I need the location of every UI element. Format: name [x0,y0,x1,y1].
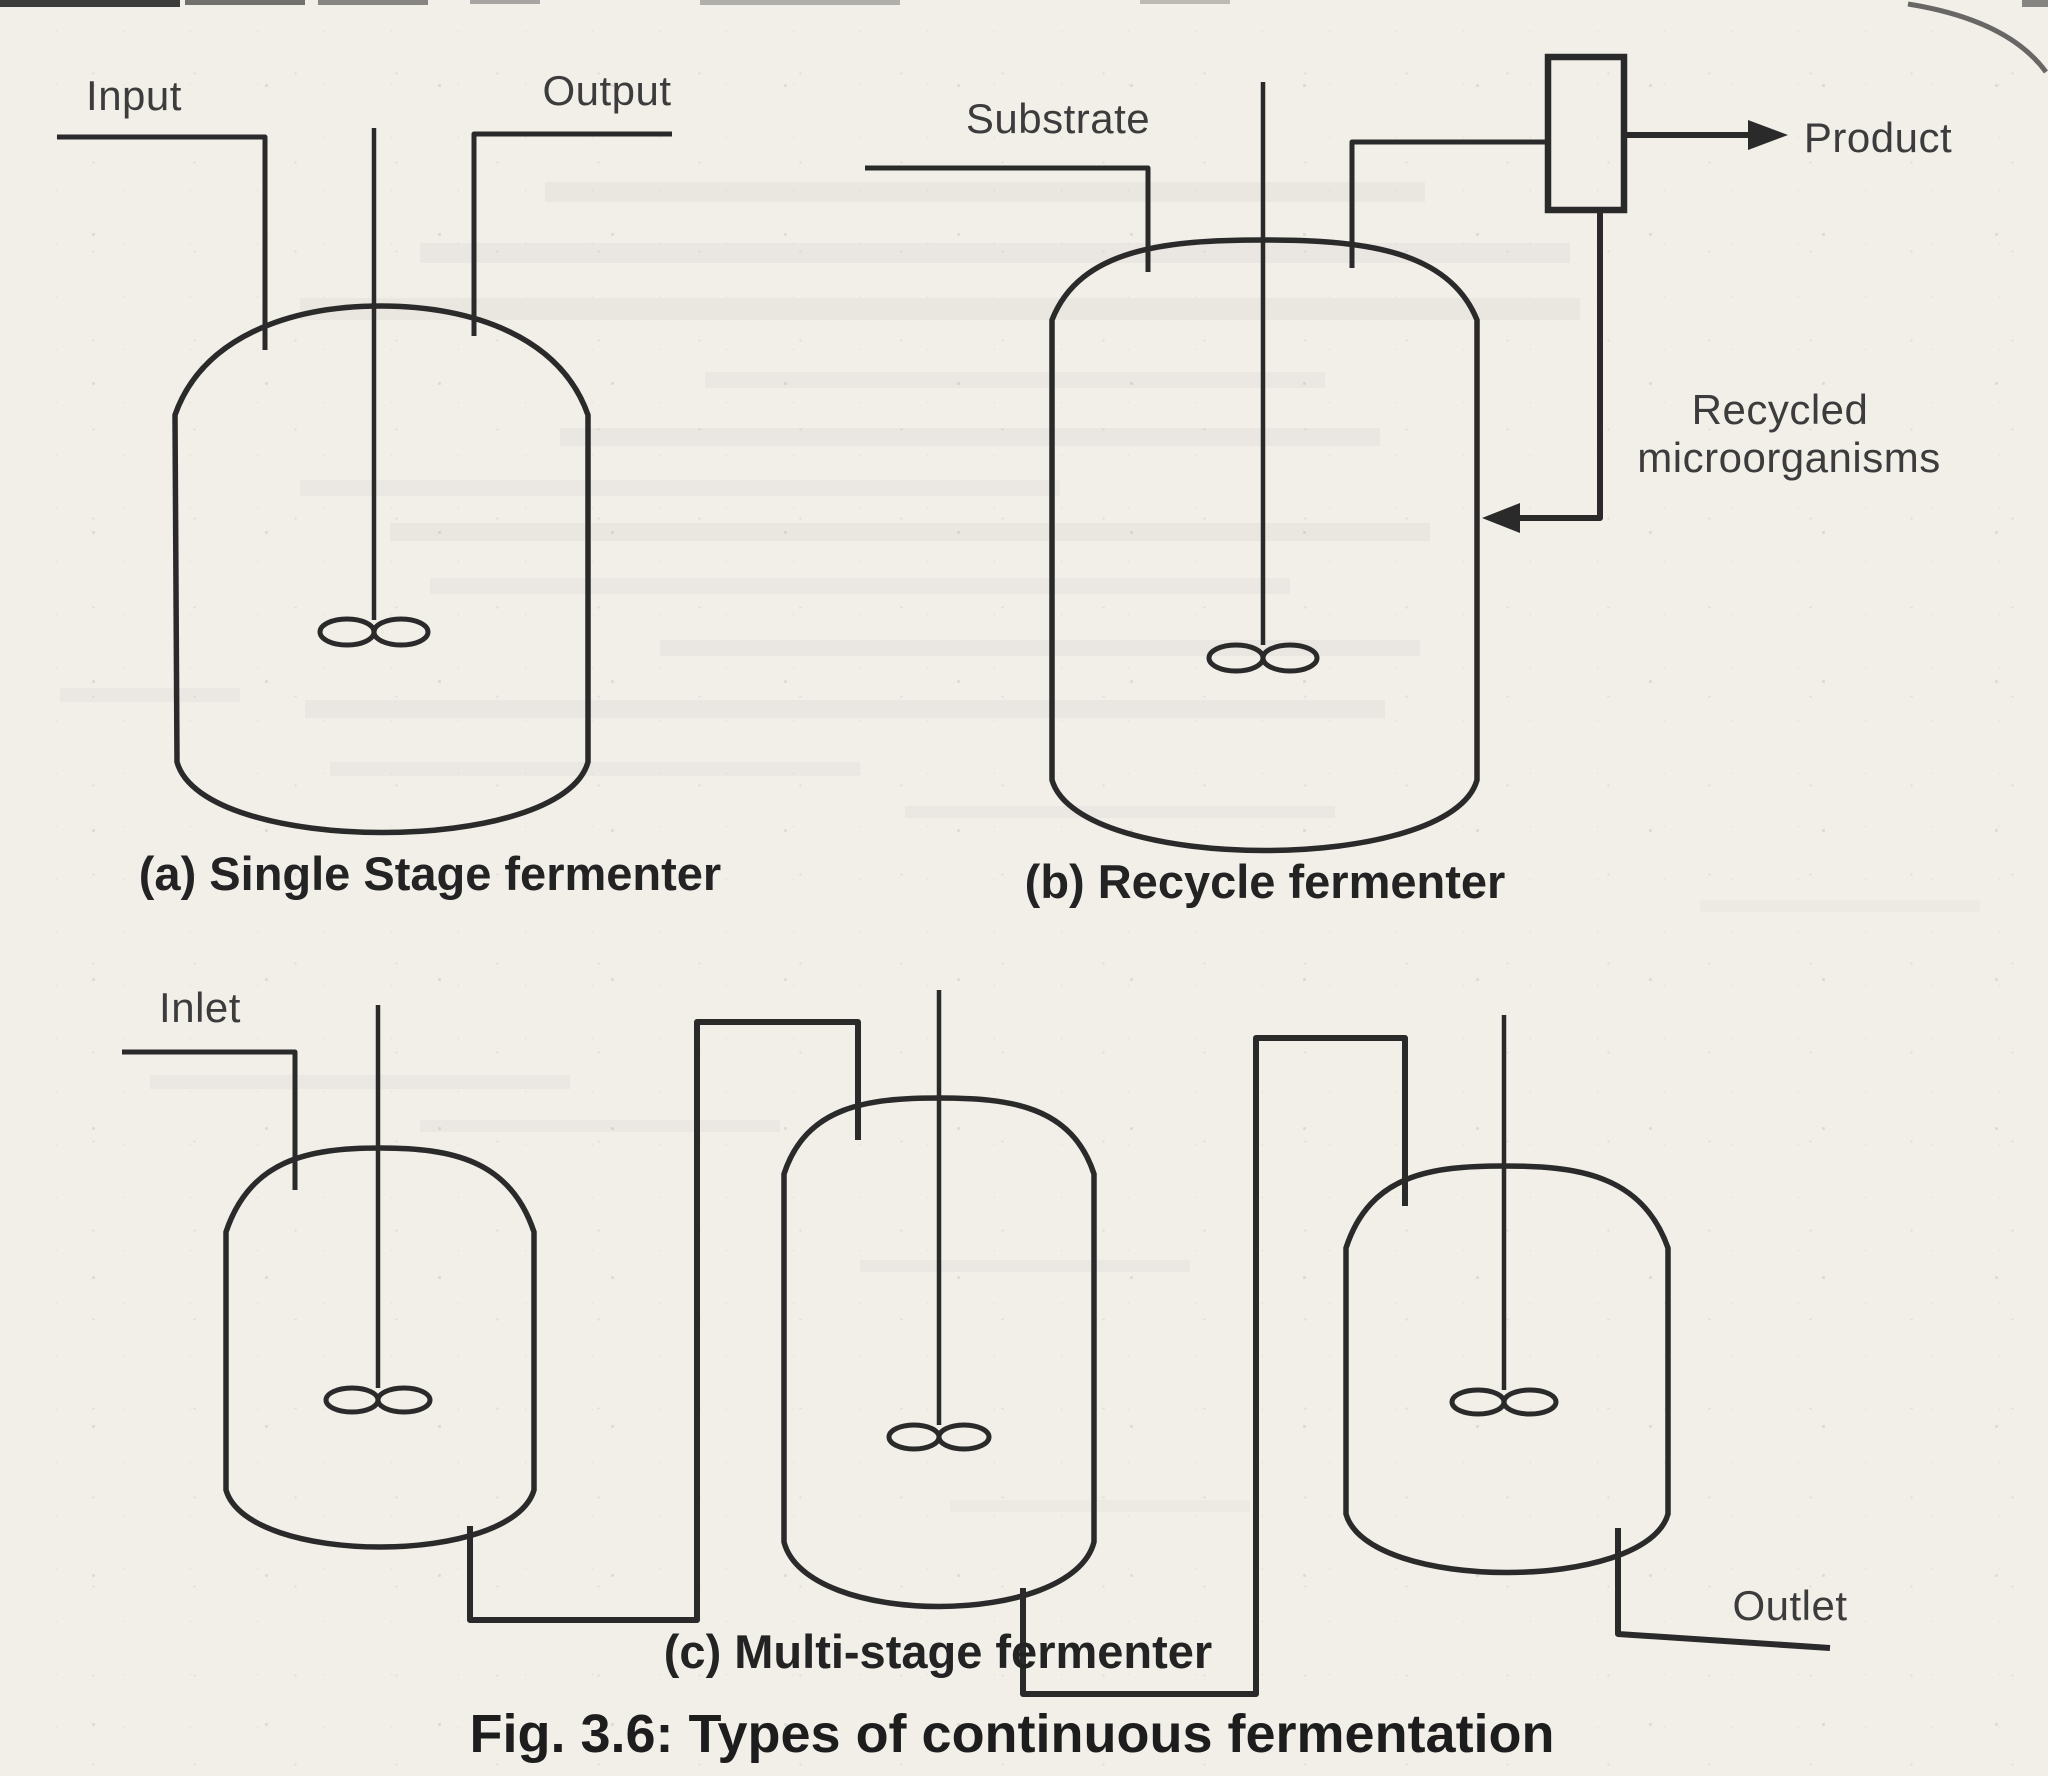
impeller-blade [323,1385,381,1415]
separator-box [1544,53,1628,214]
scan-edge-mark [0,0,180,7]
output-label: Output [542,67,671,114]
impeller-blade [1449,1387,1507,1417]
recycled-microorganisms-label-line2: microorganisms [1637,434,1940,481]
outlet-pipe [1615,1528,1831,1651]
impeller-blade [375,1385,433,1415]
connector-pipe-2-3 [1020,1035,1408,1697]
inlet-label: Inlet [159,984,241,1031]
panel-b-caption: (b) Recycle fermenter [1025,855,1506,908]
recycled-microorganisms-label-line1: Recycled [1692,386,1869,433]
panel-a-caption: (a) Single Stage fermenter [139,847,721,900]
scan-edge-mark [318,0,428,5]
scan-edge-mark [2022,0,2048,7]
input-pipe [57,134,268,350]
outlet-label: Outlet [1732,1582,1847,1629]
impeller-blade [371,616,431,648]
recycle-line [1506,210,1603,521]
impeller-blade [936,1422,992,1452]
scan-edge-mark [1140,0,1230,4]
panel-a-single-stage-fermenter: Input Output (a) Single Stage fermenter [57,67,721,900]
page-bleed-through [60,182,1980,1512]
product-arrowhead [1748,120,1788,150]
impeller-blade [317,616,377,648]
impeller-b [1206,642,1320,674]
vessel-c2 [781,1095,1097,1610]
scan-artifacts [0,0,2048,74]
vessel-c3 [1343,1163,1671,1576]
substrate-pipe [865,165,1151,272]
product-label: Product [1804,114,1952,161]
impeller-a [317,616,431,648]
impeller-blade [886,1422,942,1452]
impeller-c3 [1449,1387,1559,1417]
output-pipe [471,131,672,336]
connector-pipe-1-2 [467,1019,861,1623]
scan-edge-mark [185,0,305,5]
vessel-b [1049,237,1480,854]
outflow-pipe-to-separator [1349,139,1548,268]
scan-edge-mark [470,0,540,4]
impeller-blade [1501,1387,1559,1417]
panel-c-multi-stage-fermenter: Inlet Outlet (c) Multi-stage fermenter [122,984,1847,1697]
impeller-c1 [323,1385,433,1415]
inlet-pipe [122,1049,298,1190]
panel-b-recycle-fermenter: Substrate Product Recycled microorganism… [865,53,1952,908]
impeller-blade [1260,642,1320,674]
impeller-c2 [886,1422,992,1452]
figure-caption: Fig. 3.6: Types of continuous fermentati… [469,1704,1554,1764]
scan-corner-curve [1907,1,2048,74]
vessel-c1 [223,1145,537,1550]
panel-c-caption: (c) Multi-stage fermenter [664,1625,1212,1678]
vessel-a [172,303,591,836]
input-label: Input [86,72,182,119]
scan-edge-mark [700,0,900,5]
substrate-label: Substrate [966,95,1150,142]
recycle-arrowhead [1482,503,1520,533]
